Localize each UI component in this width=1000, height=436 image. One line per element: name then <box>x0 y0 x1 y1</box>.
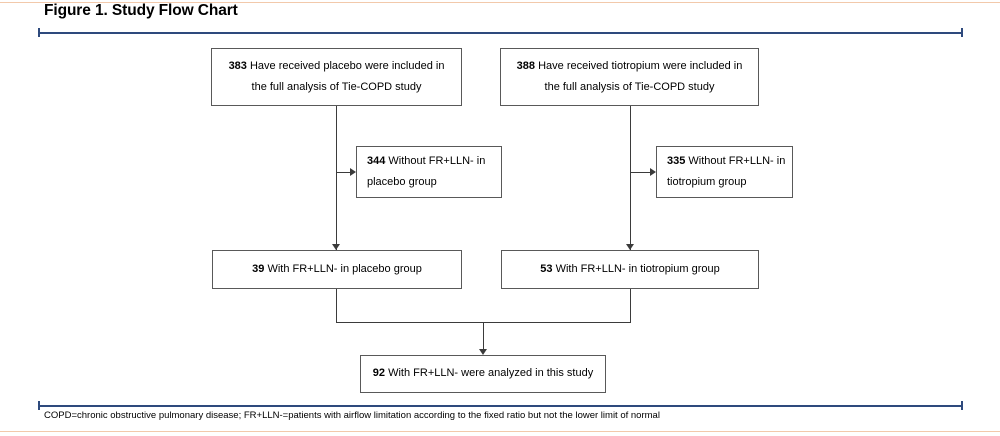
connector-merge-down-stem <box>483 322 484 349</box>
figure-footnote: COPD=chronic obstructive pulmonary disea… <box>44 410 660 421</box>
flow-node-line: the full analysis of Tie-COPD study <box>251 81 422 93</box>
flow-node-count: 344 <box>367 154 386 167</box>
connector-placebo-branch-arrow-icon <box>350 168 356 176</box>
flow-node-with-tiotropium: 53 With FR+LLN- in tiotropium group <box>501 250 759 289</box>
connector-placebo-trunk <box>336 106 337 250</box>
connector-merge-left-stem <box>336 289 337 323</box>
footer-rule <box>38 405 963 407</box>
flow-node-line: 39 With FR+LLN- in placebo group <box>252 259 422 280</box>
connector-tiotropium-branch <box>630 172 650 173</box>
flow-node-text: With FR+LLN- in tiotropium group <box>555 262 720 275</box>
footer-rule-cap-right <box>961 401 963 410</box>
flow-node-count: 383 <box>228 59 247 72</box>
flow-node-text: With FR+LLN- were analyzed in this study <box>388 367 594 380</box>
connector-placebo-down-arrow-icon <box>332 244 340 250</box>
flow-node-tiotropium-total: 388 Have received tiotropium were includ… <box>500 48 759 106</box>
header-rule-cap-right <box>961 28 963 37</box>
page-bottom-rule <box>0 431 1000 432</box>
flow-node-line: 92 With FR+LLN- were analyzed in this st… <box>373 363 593 384</box>
connector-tiotropium-down-arrow-icon <box>626 244 634 250</box>
flow-node-placebo-total: 383 Have received placebo were included … <box>211 48 462 106</box>
flow-node-count: 388 <box>516 59 536 72</box>
flow-node-line: 53 With FR+LLN- in tiotropium group <box>540 259 719 280</box>
flow-node-count: 39 <box>252 262 265 275</box>
connector-merge-arrow-icon <box>479 349 487 355</box>
connector-tiotropium-trunk <box>630 106 631 250</box>
flow-node-line: 383 Have received placebo were included … <box>229 56 445 77</box>
flow-node-with-placebo: 39 With FR+LLN- in placebo group <box>212 250 462 289</box>
header-rule-cap-left <box>38 28 40 37</box>
flow-node-text: Without FR+LLN- in <box>388 154 486 167</box>
flow-node-line: 335 Without FR+LLN- in <box>667 151 785 172</box>
flow-node-line: placebo group <box>367 176 437 188</box>
flow-node-text: With FR+LLN- in placebo group <box>267 262 422 275</box>
flow-node-analyzed: 92 With FR+LLN- were analyzed in this st… <box>360 355 606 393</box>
connector-placebo-branch <box>336 172 350 173</box>
page-title: Figure 1. Study Flow Chart <box>44 2 238 19</box>
flow-node-line: 344 Without FR+LLN- in <box>367 151 485 172</box>
flow-node-text: Have received placebo were included in <box>249 59 445 72</box>
flow-node-line: 388 Have received tiotropium were includ… <box>517 56 743 77</box>
connector-tiotropium-branch-arrow-icon <box>650 168 656 176</box>
footer-rule-cap-left <box>38 401 40 410</box>
flow-node-without-tiotropium: 335 Without FR+LLN- in tiotropium group <box>656 146 793 198</box>
flow-node-without-placebo: 344 Without FR+LLN- in placebo group <box>356 146 502 198</box>
flow-node-text: Without FR+LLN- in <box>688 154 786 167</box>
flow-node-count: 335 <box>667 154 686 167</box>
flow-node-line: the full analysis of Tie-COPD study <box>544 81 715 93</box>
flow-node-text: Have received tiotropium were included i… <box>538 59 743 72</box>
connector-merge-right-stem <box>630 289 631 323</box>
flow-node-line: tiotropium group <box>667 176 747 188</box>
header-rule <box>38 32 963 34</box>
flow-node-count: 92 <box>372 367 386 380</box>
flow-node-count: 53 <box>540 262 553 275</box>
page-top-rule <box>0 2 1000 3</box>
